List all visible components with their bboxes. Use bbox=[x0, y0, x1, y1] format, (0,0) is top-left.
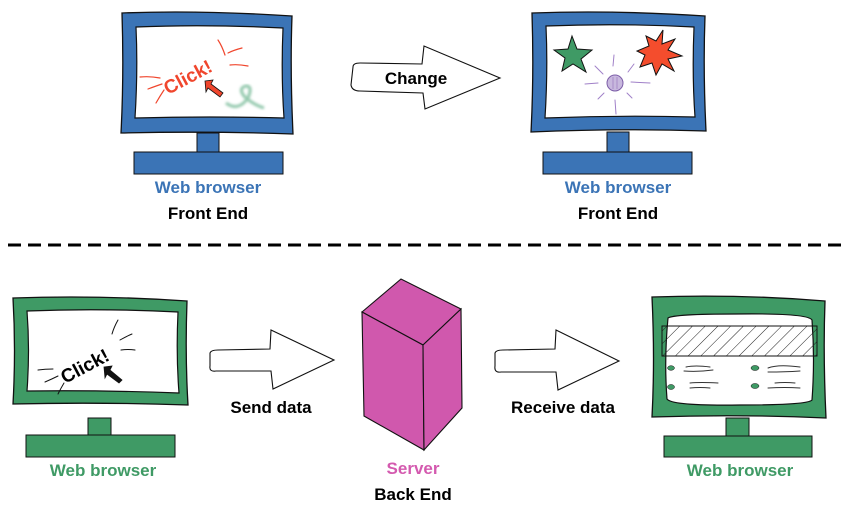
monitor-screen bbox=[544, 24, 696, 119]
bullet-icon bbox=[667, 384, 675, 390]
star-icon bbox=[552, 34, 594, 74]
top-right-monitor-label: Web browser bbox=[565, 178, 672, 197]
burst-star-icon bbox=[635, 29, 684, 77]
monitor-neck bbox=[87, 417, 112, 437]
monitor-back-end-received bbox=[651, 295, 827, 458]
hatched-header-bar bbox=[661, 325, 818, 357]
data-rows bbox=[667, 365, 801, 390]
monitor-neck bbox=[196, 132, 220, 154]
monitor-base bbox=[25, 434, 176, 458]
top-left-monitor-label: Web browser bbox=[155, 178, 262, 197]
monitor-screen bbox=[134, 25, 285, 119]
monitor-base bbox=[663, 435, 813, 458]
click-burst-lines bbox=[37, 319, 136, 395]
server-icon bbox=[361, 278, 463, 452]
bullet-icon bbox=[750, 365, 760, 371]
top-left-monitor-sublabel: Front End bbox=[168, 204, 248, 223]
motion-trail bbox=[225, 84, 265, 110]
server-side-face bbox=[422, 307, 463, 452]
arrow-shape bbox=[350, 45, 502, 110]
cursor-arrow-icon bbox=[103, 365, 123, 384]
top-right-monitor-sublabel: Front End bbox=[578, 204, 658, 223]
change-arrow: Change bbox=[350, 45, 502, 110]
server-label: Server bbox=[387, 459, 440, 478]
click-burst-lines bbox=[139, 39, 249, 104]
monitor-front-end-click: Click! bbox=[120, 11, 294, 175]
arrow-shape bbox=[209, 329, 336, 390]
receive-data-arrow: Receive data bbox=[494, 329, 621, 417]
monitor-back-end-click: Click! bbox=[12, 296, 189, 458]
monitor-base bbox=[542, 151, 693, 175]
bottom-right-monitor-label: Web browser bbox=[687, 461, 794, 480]
change-arrow-label: Change bbox=[385, 69, 447, 88]
monitor-screen bbox=[26, 309, 180, 394]
server-sublabel: Back End bbox=[374, 485, 451, 504]
arrow-shape bbox=[494, 329, 621, 391]
bullet-icon bbox=[750, 383, 760, 389]
glowing-orb-icon bbox=[584, 54, 651, 115]
cursor-arrow-icon bbox=[204, 79, 224, 98]
monitor-neck bbox=[725, 417, 750, 437]
bullet-icon bbox=[667, 365, 675, 371]
bottom-left-monitor-label: Web browser bbox=[50, 461, 157, 480]
monitor-front-end-changed bbox=[530, 11, 707, 175]
send-data-arrow: Send data bbox=[209, 329, 336, 417]
monitor-base bbox=[133, 151, 284, 175]
monitor-neck bbox=[606, 131, 630, 153]
send-data-label: Send data bbox=[230, 398, 312, 417]
receive-data-label: Receive data bbox=[511, 398, 615, 417]
